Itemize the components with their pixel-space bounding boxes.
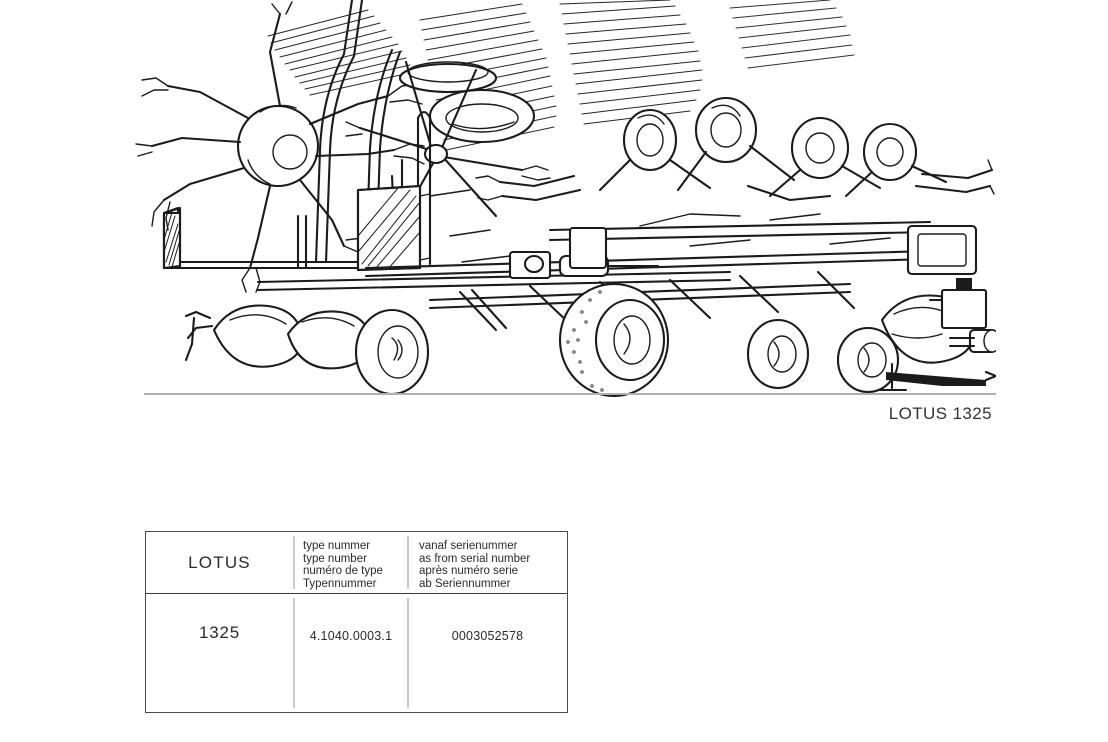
- serial-number-value: 0003052578: [451, 629, 524, 643]
- cell-type-number: 4.1040.0003.1: [295, 594, 407, 712]
- type-number-nl: type nummer: [303, 540, 371, 552]
- type-number-en: type number: [303, 552, 367, 565]
- frame-masts: [296, 0, 402, 270]
- control-box: [928, 278, 988, 330]
- model-value: 1325: [198, 623, 241, 642]
- type-number-value: 4.1040.0003.1: [309, 629, 393, 643]
- serial-number-de: ab Seriennummer: [419, 577, 511, 590]
- lotus-1325-tedder-drawing: [135, 0, 996, 398]
- cell-serial-number: 0003052578: [409, 594, 566, 712]
- table-header-row: LOTUS type nummer type number numéro de …: [146, 532, 567, 594]
- linkage-details: [429, 189, 891, 263]
- serial-number-nl: vanaf serienummer: [419, 540, 518, 552]
- header-cell-type-number: type nummer type number numéro de type T…: [295, 532, 407, 593]
- right-rotor-group: [475, 96, 995, 202]
- cell-model: 1325: [146, 594, 293, 712]
- rear-frame: [906, 224, 978, 276]
- column-divider-1: [293, 536, 295, 589]
- type-number-de: Typennummer: [303, 577, 377, 590]
- column-divider-2-body: [407, 598, 409, 708]
- ground-line: [144, 393, 996, 395]
- serial-number-fr: après numéro serie: [419, 565, 519, 578]
- header-cell-serial-number: vanaf serienummer as from serial number …: [409, 532, 566, 593]
- hydraulic-cylinders: [508, 226, 660, 280]
- lower-carriers: [184, 304, 372, 370]
- type-number-fr: numéro de type: [303, 565, 383, 578]
- wheel-main-large: [558, 282, 670, 398]
- serial-number-en: as from serial number: [419, 552, 531, 565]
- column-divider-1-body: [293, 598, 295, 708]
- wheel-right: [836, 326, 900, 394]
- column-divider-2: [407, 536, 409, 589]
- header-model-label: LOTUS: [188, 552, 251, 572]
- machine-illustration: [130, 0, 996, 400]
- hitch-drawbar: [886, 370, 996, 386]
- specification-table: LOTUS type nummer type number numéro de …: [145, 531, 568, 713]
- figure-caption: LOTUS 1325: [888, 404, 992, 423]
- center-rotor-top: [345, 60, 551, 228]
- wheel-left: [354, 308, 430, 396]
- header-cell-model: LOTUS: [146, 532, 293, 593]
- wheel-mid-right: [746, 318, 810, 390]
- table-row: 1325 4.1040.0003.1 0003052578: [146, 594, 567, 712]
- center-hazard-panel: [356, 184, 431, 272]
